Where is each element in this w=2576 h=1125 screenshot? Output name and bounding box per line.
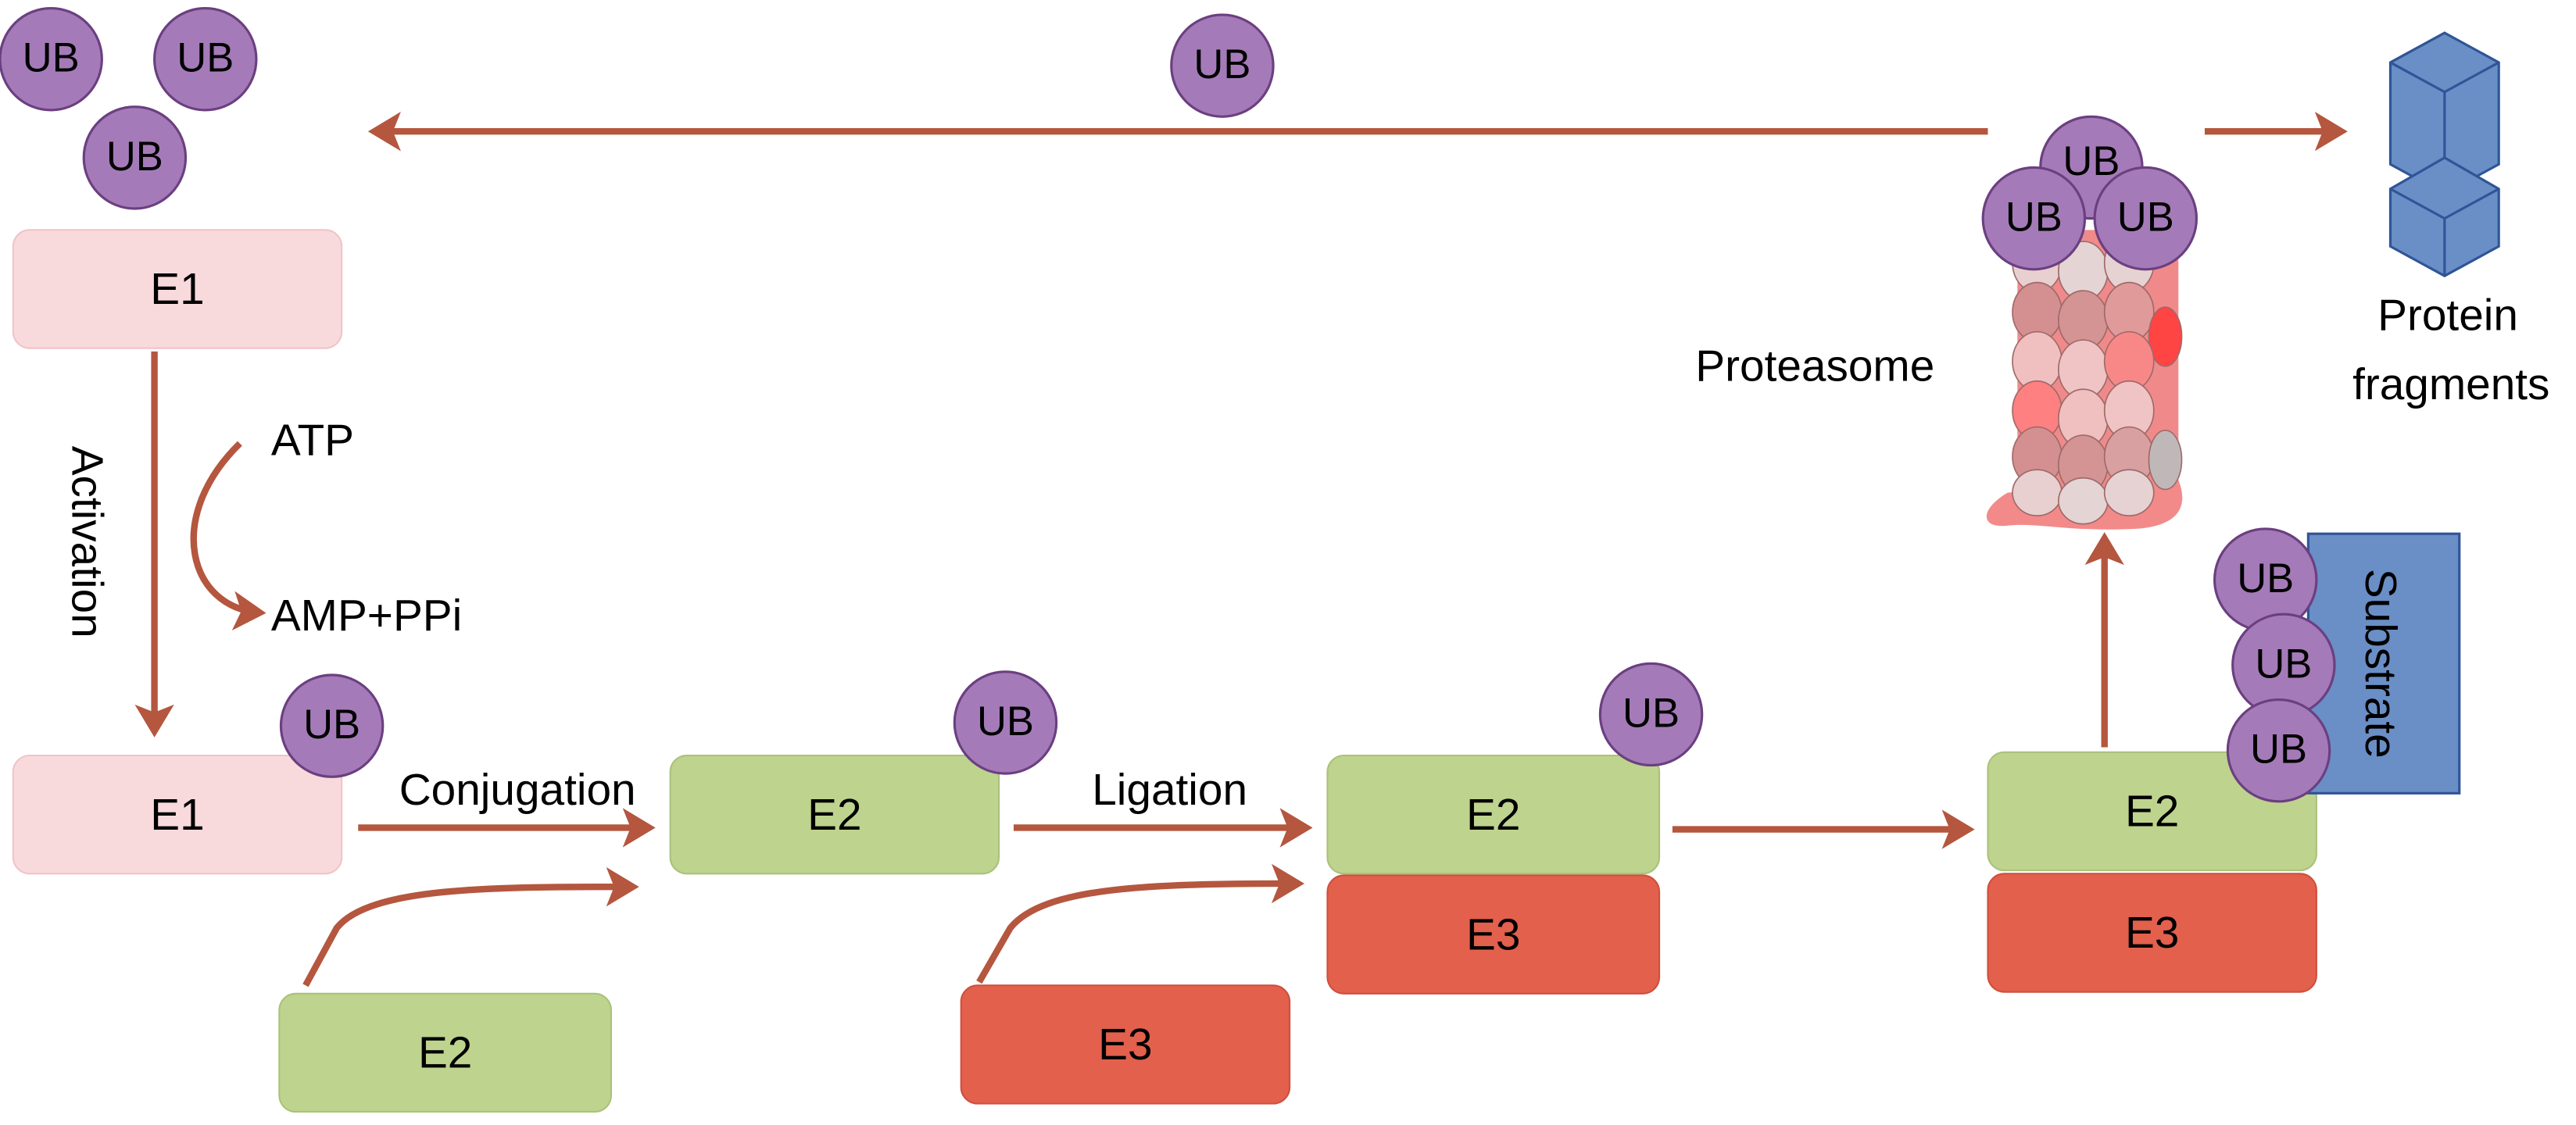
svg-text:E3: E3 bbox=[1098, 1020, 1152, 1070]
svg-text:UB: UB bbox=[2255, 641, 2312, 687]
e3-box-complex: E3 bbox=[1326, 874, 1661, 995]
svg-text:UB: UB bbox=[2005, 195, 2063, 241]
ub-on-proteasome-1: UB bbox=[2039, 115, 2144, 220]
e3-box-free: E3 bbox=[960, 984, 1291, 1105]
e2-box-final: E2 bbox=[1987, 751, 2317, 872]
svg-text:UB: UB bbox=[1623, 690, 1680, 736]
e1-box-free: E1 bbox=[12, 229, 343, 349]
ub-free-2: UB bbox=[153, 6, 258, 112]
ub-on-substrate-1: UB bbox=[2213, 527, 2318, 632]
ub-on-substrate-2: UB bbox=[2231, 612, 2336, 718]
svg-text:E3: E3 bbox=[1466, 910, 1520, 959]
atp-label: ATP bbox=[271, 416, 354, 465]
svg-text:UB: UB bbox=[2237, 555, 2294, 602]
svg-text:UB: UB bbox=[106, 134, 163, 180]
svg-text:E2: E2 bbox=[807, 791, 861, 840]
amp-ppi-label: AMP+PPi bbox=[271, 591, 462, 641]
svg-text:E2: E2 bbox=[418, 1029, 472, 1078]
ub-free-1: UB bbox=[0, 6, 103, 112]
e2-box-loaded: E2 bbox=[669, 754, 1000, 875]
proteasome-label: Proteasome bbox=[1695, 342, 1934, 391]
e2-box-complex: E2 bbox=[1326, 754, 1661, 875]
svg-text:E2: E2 bbox=[1466, 791, 1520, 840]
ligation-label: Ligation bbox=[1092, 766, 1247, 815]
conjugation-label: Conjugation bbox=[399, 766, 636, 815]
svg-text:E1: E1 bbox=[150, 791, 204, 840]
e3-recruit-arrow bbox=[976, 863, 1305, 984]
e2-recruit-arrow bbox=[302, 866, 639, 988]
svg-text:E1: E1 bbox=[150, 265, 204, 314]
ub-on-substrate-3: UB bbox=[2226, 698, 2331, 803]
svg-text:UB: UB bbox=[2063, 138, 2120, 184]
e1-box-loaded: E1 bbox=[12, 754, 343, 875]
svg-text:UB: UB bbox=[303, 702, 360, 748]
protein-fragments-label-line2: fragments bbox=[2352, 360, 2549, 409]
protein-fragments-label-line1: Protein bbox=[2377, 291, 2518, 341]
svg-text:E2: E2 bbox=[2125, 788, 2179, 837]
ub-on-proteasome-3: UB bbox=[2093, 166, 2199, 271]
svg-text:UB: UB bbox=[177, 35, 234, 81]
ub-recycled: UB bbox=[1170, 13, 1275, 118]
svg-text:UB: UB bbox=[2250, 727, 2307, 773]
ub-on-complex: UB bbox=[1598, 662, 1704, 767]
activation-label: Activation bbox=[62, 446, 111, 638]
e3-box-final: E3 bbox=[1987, 873, 2317, 993]
svg-text:E3: E3 bbox=[2125, 909, 2179, 958]
svg-text:UB: UB bbox=[2117, 195, 2174, 241]
e2-box-free: E2 bbox=[278, 992, 613, 1113]
ub-on-proteasome-2: UB bbox=[1981, 166, 2087, 271]
proteasome-icon bbox=[1986, 230, 2183, 530]
svg-text:UB: UB bbox=[977, 698, 1034, 745]
svg-text:UB: UB bbox=[23, 35, 80, 81]
atp-arrow bbox=[190, 441, 267, 630]
protein-fragments-icon bbox=[2388, 31, 2500, 277]
ub-on-e1: UB bbox=[279, 673, 385, 778]
ub-free-3: UB bbox=[82, 105, 188, 210]
svg-text:UB: UB bbox=[1193, 41, 1250, 88]
svg-text:Substrate: Substrate bbox=[2356, 569, 2405, 759]
ub-on-e2: UB bbox=[953, 670, 1058, 775]
